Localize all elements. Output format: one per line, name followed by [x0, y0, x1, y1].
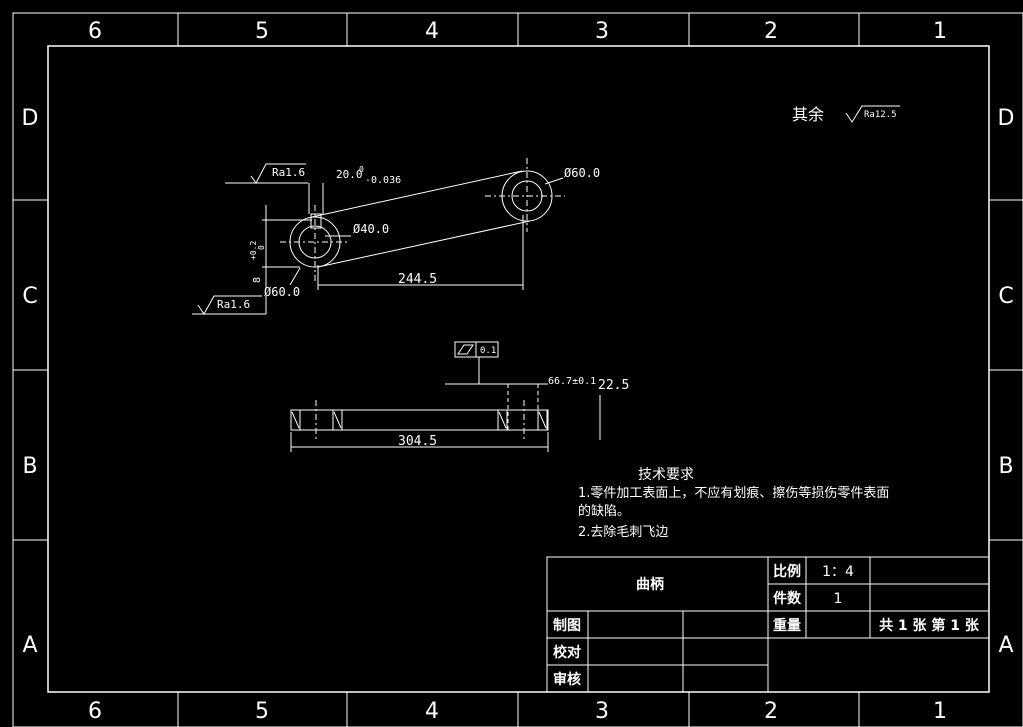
col-label-top-2: 2 [764, 19, 778, 44]
keyway-depth-dim: 8 [252, 277, 263, 283]
col-label-top-5: 5 [255, 19, 269, 44]
side-view-dimensions: 0.1 66.7±0.1 22.5 304.5 [290, 341, 629, 452]
crank-top-view [280, 158, 565, 282]
roughness-value: Ra12.5 [864, 110, 897, 120]
row-label-left-D: D [22, 106, 39, 131]
overall-length-dim: 304.5 [398, 434, 437, 449]
large-end-dim: Ø60.0 [564, 166, 600, 180]
hub-dim: 66.7±0.1 [548, 376, 596, 387]
col-label-bottom-5: 5 [255, 699, 269, 724]
scale-label: 比例 [773, 563, 801, 580]
row-label-left-C: C [22, 284, 37, 309]
drawing-frame [47, 45, 990, 693]
thickness-dim: 22.5 [598, 378, 629, 393]
row-label-right-C: C [998, 284, 1013, 309]
checked-label: 校对 [553, 644, 581, 661]
technical-requirements: 技术要求 1.零件加工表面上，不应有划痕、擦伤等损伤零件表面 的缺陷。 2.去除… [578, 467, 889, 540]
outer-border [12, 12, 1023, 727]
keyway-depth-tol-lower: 0 [257, 245, 266, 250]
center-distance-dim: 244.5 [398, 272, 437, 287]
flatness-tolerance: 0.1 [480, 346, 496, 356]
crank-side-view [290, 384, 549, 440]
col-label-bottom-3: 3 [595, 699, 609, 724]
qty-value: 1 [834, 591, 843, 607]
roughness-left-top: Ra1.6 [272, 166, 305, 179]
tech-req-line1: 1.零件加工表面上，不应有划痕、擦伤等损伤零件表面 [578, 485, 889, 501]
drawn-label: 制图 [553, 617, 581, 634]
tech-req-line2: 2.去除毛刺飞边 [578, 525, 668, 540]
col-label-bottom-2: 2 [764, 699, 778, 724]
col-label-top-6: 6 [88, 19, 102, 44]
row-label-right-B: B [998, 454, 1013, 479]
top-view-dimensions: Ra1.6 20.0 0 -0.036 8 +0.2 0 Ø40.0 Ø60.0… [192, 163, 600, 315]
scale-value: 1：4 [822, 564, 854, 580]
roughness-left-bottom: Ra1.6 [217, 298, 250, 311]
approved-label: 审核 [553, 671, 581, 688]
small-bore-dim: Ø40.0 [353, 222, 389, 236]
upper-tangent [311, 170, 523, 218]
right-zone-dividers [989, 199, 1023, 541]
row-label-left-B: B [22, 454, 37, 479]
title-block: 曲柄 比例 1：4 件数 1 重量 共 1 张 第 1 张 制图 校对 审核 [546, 556, 990, 693]
row-label-left-A: A [22, 633, 37, 658]
top-zone-dividers [177, 13, 860, 46]
keyway-depth-tol-upper: +0.2 [249, 241, 258, 260]
col-label-bottom-4: 4 [425, 699, 439, 724]
col-label-top-1: 1 [933, 19, 947, 44]
left-zone-dividers [13, 199, 48, 541]
keyway-width-tol-upper: 0 [359, 165, 364, 174]
tech-req-title: 技术要求 [638, 467, 694, 483]
tech-req-line1b: 的缺陷。 [578, 503, 630, 519]
row-label-right-A: A [998, 633, 1013, 658]
small-end-dim: Ø60.0 [264, 285, 300, 299]
keyway [310, 213, 322, 229]
part-name: 曲柄 [636, 576, 664, 593]
general-roughness-note: 其余 Ra12.5 [792, 105, 900, 124]
col-label-top-3: 3 [595, 19, 609, 44]
bottom-zone-dividers [177, 692, 860, 727]
row-label-right-D: D [998, 106, 1015, 131]
col-label-bottom-6: 6 [88, 699, 102, 724]
weight-label: 重量 [773, 617, 801, 634]
lower-tangent [317, 220, 531, 268]
keyway-width-dim: 20.0 [336, 168, 363, 181]
flatness-symbol-icon [457, 344, 474, 355]
roughness-prefix: 其余 [792, 105, 824, 124]
col-label-top-4: 4 [425, 19, 439, 44]
col-label-bottom-1: 1 [933, 699, 947, 724]
sheet-info: 共 1 张 第 1 张 [879, 617, 980, 634]
side-view-outline [290, 409, 549, 431]
keyway-width-tol-lower: -0.036 [365, 175, 401, 186]
roughness-symbol [845, 105, 900, 123]
qty-label: 件数 [773, 590, 802, 607]
